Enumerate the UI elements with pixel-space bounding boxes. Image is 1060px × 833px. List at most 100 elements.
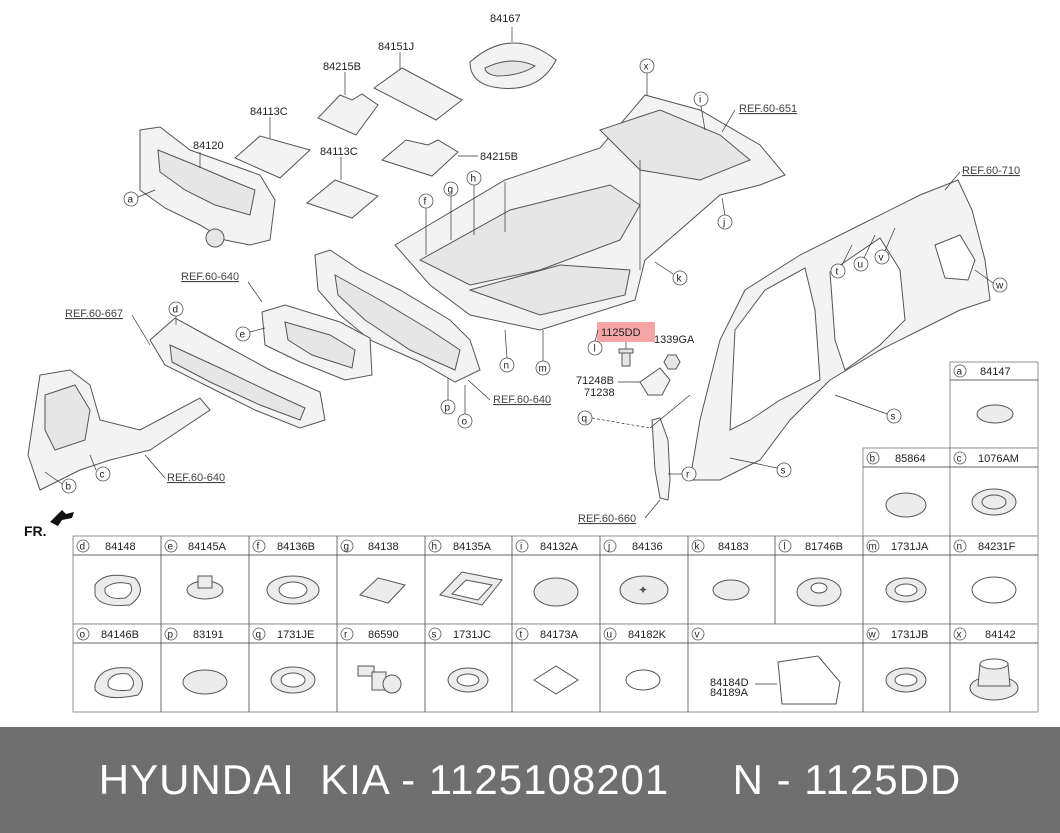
legend-o-part: 84146B xyxy=(101,629,139,641)
legend-v-part-1: 84184D xyxy=(710,677,749,689)
svg-text:o: o xyxy=(80,630,86,641)
svg-text:b: b xyxy=(66,482,72,493)
legend-a-glyph xyxy=(976,404,1014,424)
part-84215B-a: 84215B xyxy=(317,61,379,136)
svg-text:w: w xyxy=(868,630,877,641)
svg-text:f: f xyxy=(424,197,427,208)
ref-60-651: REF.60-651 xyxy=(739,103,797,115)
legend-u-part: 84182K xyxy=(628,629,667,641)
svg-text:c: c xyxy=(957,454,962,465)
svg-text:v: v xyxy=(695,630,700,641)
legend-t-part: 84173A xyxy=(540,629,579,641)
footer-banner: HYUNDAI KIA - 1125108201 N - 1125DD xyxy=(0,727,1060,833)
svg-text:q: q xyxy=(256,630,262,641)
ref-60-640-a: REF.60-640 xyxy=(181,271,239,283)
label-84113C-a: 84113C xyxy=(250,106,288,118)
svg-text:j: j xyxy=(607,542,610,553)
legend-s-part: 1731JC xyxy=(453,629,491,641)
svg-text:r: r xyxy=(344,630,348,641)
part-84167: 84167 xyxy=(469,13,557,89)
part-insulator xyxy=(261,304,373,381)
part-bracket-71248B xyxy=(618,367,671,396)
svg-text:x: x xyxy=(957,630,962,641)
legend-n-part: 84231F xyxy=(978,541,1016,553)
legend-a-part: 84147 xyxy=(980,366,1011,378)
part-floor-panel xyxy=(394,94,786,331)
legend-n-glyph xyxy=(971,576,1017,604)
svg-text:s: s xyxy=(891,412,896,423)
svg-text:p: p xyxy=(445,403,451,414)
callout-v: v xyxy=(874,227,896,265)
svg-text:s: s xyxy=(781,466,786,477)
legend-m-part: 1731JA xyxy=(891,541,929,553)
callout-r: r xyxy=(668,466,697,482)
part-84151J: 84151J xyxy=(373,41,463,121)
svg-text:p: p xyxy=(168,630,174,641)
label-84151J: 84151J xyxy=(378,41,414,53)
svg-text:d: d xyxy=(80,542,86,553)
legend-v-glyph xyxy=(777,655,841,705)
callout-s-upper: s xyxy=(834,394,902,424)
part-side-body-panel xyxy=(689,179,991,481)
label-84167: 84167 xyxy=(490,13,521,25)
callout-u: u xyxy=(853,234,876,272)
part-cross-member xyxy=(149,317,326,429)
svg-text:l: l xyxy=(594,344,596,355)
callout-m: m xyxy=(535,330,551,376)
callout-d: d xyxy=(168,301,184,325)
legend-e-part: 84145A xyxy=(188,541,227,553)
footer-part-numbers: HYUNDAI KIA - 1125108201 N - 1125DD xyxy=(98,756,962,803)
callout-h: h xyxy=(466,170,482,235)
parts-diagram: 84167 84151J 84215B 84113C 84113C 84215B… xyxy=(24,13,1039,713)
svg-text:a: a xyxy=(128,195,134,206)
legend-x-glyph xyxy=(969,658,1019,701)
svg-text:u: u xyxy=(858,260,864,271)
legend-r-glyph xyxy=(357,665,402,694)
legend-j-part: 84136 xyxy=(632,541,663,553)
svg-text:g: g xyxy=(344,542,350,553)
fr-label: FR. xyxy=(24,523,47,539)
ref-60-640-b: REF.60-640 xyxy=(167,472,225,484)
label-84120: 84120 xyxy=(193,140,224,152)
callout-o: o xyxy=(457,385,473,429)
legend-j-glyph xyxy=(619,575,669,605)
svg-text:h: h xyxy=(471,174,477,185)
legend-r-part: 86590 xyxy=(368,629,399,641)
callout-w: w xyxy=(974,269,1008,293)
legend-h-part: 84135A xyxy=(453,541,492,553)
ref-60-640-c: REF.60-640 xyxy=(493,394,551,406)
svg-text:u: u xyxy=(607,630,613,641)
legend-i-part: 84132A xyxy=(540,541,579,553)
legend-b-part: 85864 xyxy=(895,453,926,465)
callout-t: t xyxy=(830,244,853,279)
part-84113C-b: 84113C xyxy=(305,146,379,219)
callout-c: c xyxy=(89,454,111,482)
svg-text:n: n xyxy=(504,361,510,372)
svg-text:w: w xyxy=(995,281,1004,292)
svg-text:r: r xyxy=(686,470,690,481)
legend-c-part: 1076AM xyxy=(978,453,1019,465)
svg-text:g: g xyxy=(448,185,454,196)
part-cowl-panel xyxy=(314,249,481,383)
legend-p-part: 83191 xyxy=(193,629,224,641)
label-71238: 71238 xyxy=(584,387,615,399)
legend-b-glyph xyxy=(885,492,927,518)
legend-g-part: 84138 xyxy=(368,541,399,553)
callout-g: g xyxy=(443,181,459,240)
callout-i: i xyxy=(693,91,709,131)
svg-text:t: t xyxy=(520,630,523,641)
front-direction-indicator: FR. xyxy=(24,510,74,539)
svg-text:k: k xyxy=(695,542,701,553)
legend-f-part: 84136B xyxy=(277,541,315,553)
svg-text:h: h xyxy=(432,542,438,553)
svg-text:i: i xyxy=(699,95,701,106)
svg-text:o: o xyxy=(462,417,468,428)
svg-text:k: k xyxy=(677,274,683,285)
svg-text:n: n xyxy=(957,542,963,553)
legend-t-glyph xyxy=(533,665,579,695)
callout-f: f xyxy=(418,193,434,255)
ref-60-667: REF.60-667 xyxy=(65,308,123,320)
legend-k-glyph xyxy=(712,579,750,601)
legend-l-part: 81746B xyxy=(805,541,843,553)
label-71248B: 71248B xyxy=(576,375,614,387)
